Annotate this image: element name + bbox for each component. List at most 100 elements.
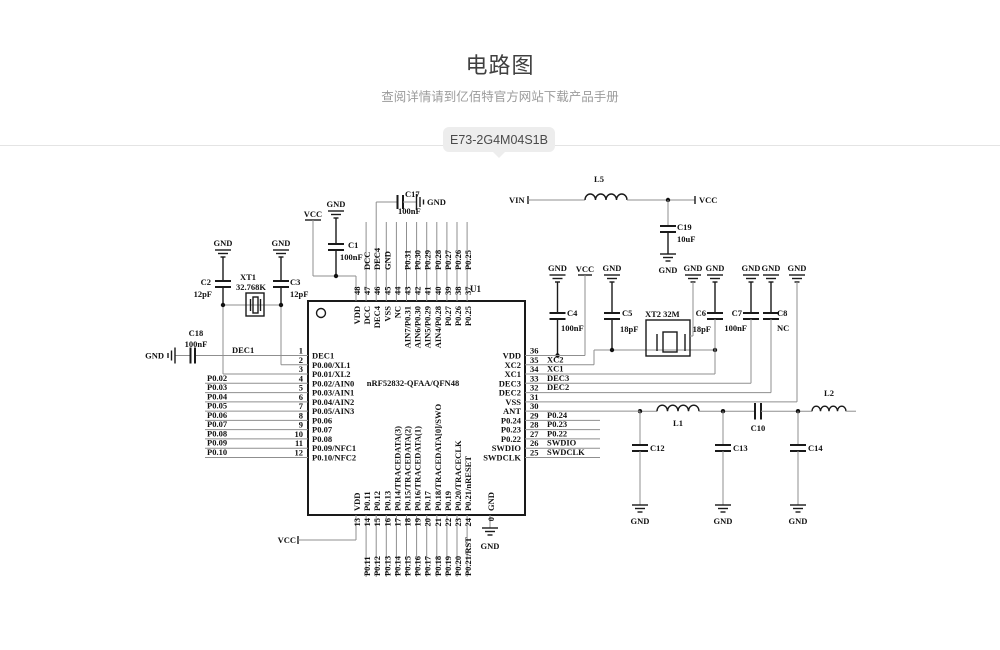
pin-number: 17 bbox=[392, 517, 402, 526]
gnd-label: GND bbox=[327, 199, 346, 209]
label-c8-value: NC bbox=[777, 323, 789, 333]
label-c7-ref: C7 bbox=[732, 308, 743, 318]
label-l1-ref: L1 bbox=[673, 418, 683, 428]
label-c6-value: 18pF bbox=[693, 324, 711, 334]
pin-name: P0.15/TRACEDATA(2) bbox=[403, 426, 413, 511]
label-c17-ref: C17 bbox=[405, 189, 420, 199]
pin-name: P0.16/TRACEDATA(1) bbox=[413, 426, 423, 511]
net-label: P0.18 bbox=[433, 556, 443, 576]
pin-name: P0.05/AIN3 bbox=[312, 406, 354, 416]
pin-name: XC2 bbox=[504, 360, 521, 370]
label-c4-value: 100nF bbox=[561, 323, 584, 333]
capacitor-c12: GND C12 bbox=[631, 411, 665, 526]
pin-name: P0.17 bbox=[423, 490, 433, 511]
pin-name: P0.11 bbox=[362, 491, 372, 511]
pin-number: 28 bbox=[530, 420, 539, 430]
pin-name: XC1 bbox=[504, 369, 521, 379]
tab-pointer-icon bbox=[493, 152, 505, 158]
pin-number: 29 bbox=[530, 410, 539, 420]
pin-number: 12 bbox=[295, 447, 304, 457]
net-label: P0.10 bbox=[207, 447, 227, 457]
gnd-symbol bbox=[706, 274, 724, 283]
gnd-label: GND bbox=[214, 238, 233, 248]
net-label: P0.04 bbox=[207, 391, 228, 401]
label-c8-ref: C8 bbox=[777, 308, 787, 318]
label-c10-ref: C10 bbox=[751, 423, 766, 433]
top-decoupling-block: VCC GND C1 100nF GND C17 100nF bbox=[304, 189, 446, 279]
pin-number: 40 bbox=[433, 287, 443, 296]
pin-number: 4 bbox=[299, 373, 304, 383]
gnd-label: GND bbox=[762, 263, 781, 273]
pin-name: P0.02/AIN0 bbox=[312, 378, 354, 388]
pin-name: VDD bbox=[503, 351, 521, 361]
pin-number: 34 bbox=[530, 364, 539, 374]
gnd-label: GND bbox=[272, 238, 291, 248]
label-c17-value: 100nF bbox=[398, 206, 421, 216]
pin-number: 20 bbox=[423, 518, 433, 527]
net-label: P0.28 bbox=[433, 250, 443, 270]
pad0-number: 0 bbox=[486, 517, 496, 521]
pin-number: 9 bbox=[299, 420, 303, 430]
pin-name: P0.20/TRACECLK bbox=[453, 440, 463, 511]
net-label: P0.17 bbox=[423, 555, 433, 576]
net-label: P0.24 bbox=[547, 410, 568, 420]
inductor-l5-symbol bbox=[584, 193, 628, 201]
pin-name: P0.08 bbox=[312, 434, 332, 444]
net-label: P0.30 bbox=[413, 250, 423, 270]
pin-name: P0.09/NFC1 bbox=[312, 443, 356, 453]
net-label: P0.08 bbox=[207, 428, 227, 438]
pin-name: AIN6/P0.30 bbox=[413, 306, 423, 348]
gnd-symbol bbox=[272, 249, 290, 258]
net-label: P0.09 bbox=[207, 438, 227, 448]
label-c19-value: 10uF bbox=[677, 234, 695, 244]
vcc-label: VCC bbox=[576, 264, 594, 274]
net-label: P0.31 bbox=[403, 250, 413, 270]
tab-module[interactable]: E73-2G4M04S1B bbox=[443, 127, 555, 158]
pin-number: 24 bbox=[463, 517, 473, 526]
label-c4-ref: C4 bbox=[567, 308, 578, 318]
pin-number: 33 bbox=[530, 373, 539, 383]
pin-number: 5 bbox=[299, 383, 303, 393]
gnd-label: GND bbox=[789, 516, 808, 526]
pin-number: 3 bbox=[299, 364, 303, 374]
vcc-label: VCC bbox=[699, 195, 717, 205]
pin-number: 6 bbox=[299, 392, 303, 402]
pin-name: P0.26 bbox=[453, 306, 463, 326]
pin-number: 37 bbox=[463, 286, 473, 295]
pin-number: 19 bbox=[413, 518, 423, 527]
gnd-symbol bbox=[603, 274, 621, 283]
pin-number: 42 bbox=[413, 287, 423, 296]
net-label: P0.06 bbox=[207, 410, 227, 420]
gnd-label: GND bbox=[659, 265, 678, 275]
vcc-label: VCC bbox=[278, 535, 296, 545]
pin-name: P0.06 bbox=[312, 415, 332, 425]
gnd-symbol bbox=[762, 274, 780, 283]
net-label: DEC1 bbox=[232, 345, 254, 355]
crystal-xt2-symbol bbox=[645, 319, 691, 357]
gnd-label: GND bbox=[706, 263, 725, 273]
pin-name: P0.18/TRACEDATA[0]/SWO bbox=[433, 403, 443, 511]
net-label: P0.03 bbox=[207, 382, 227, 392]
pin-name: P0.04/AIN2 bbox=[312, 397, 354, 407]
net-label: XC1 bbox=[547, 364, 564, 374]
crystal-xt1-block: GND GND XT1 32.768K C2 12pF C3 12pF bbox=[194, 238, 308, 374]
pin-number: 48 bbox=[352, 287, 362, 296]
pin-number: 23 bbox=[453, 518, 463, 527]
pin-number: 44 bbox=[392, 286, 402, 295]
pin-number: 8 bbox=[299, 410, 303, 420]
gnd-label: GND bbox=[427, 197, 446, 207]
pin-name: P0.27 bbox=[443, 305, 453, 326]
pin-number: 25 bbox=[530, 447, 539, 457]
net-label: DEC3 bbox=[547, 373, 569, 383]
label-c18-value: 100nF bbox=[185, 339, 208, 349]
gnd-symbol bbox=[659, 253, 677, 262]
inductor-l2-symbol bbox=[811, 405, 847, 412]
gnd-symbol bbox=[742, 274, 760, 283]
pin-number: 18 bbox=[403, 518, 413, 527]
net-label: P0.19 bbox=[443, 556, 453, 576]
pin-name: VDD bbox=[352, 306, 362, 324]
net-label: P0.23 bbox=[547, 419, 567, 429]
gnd-symbol bbox=[214, 249, 232, 258]
